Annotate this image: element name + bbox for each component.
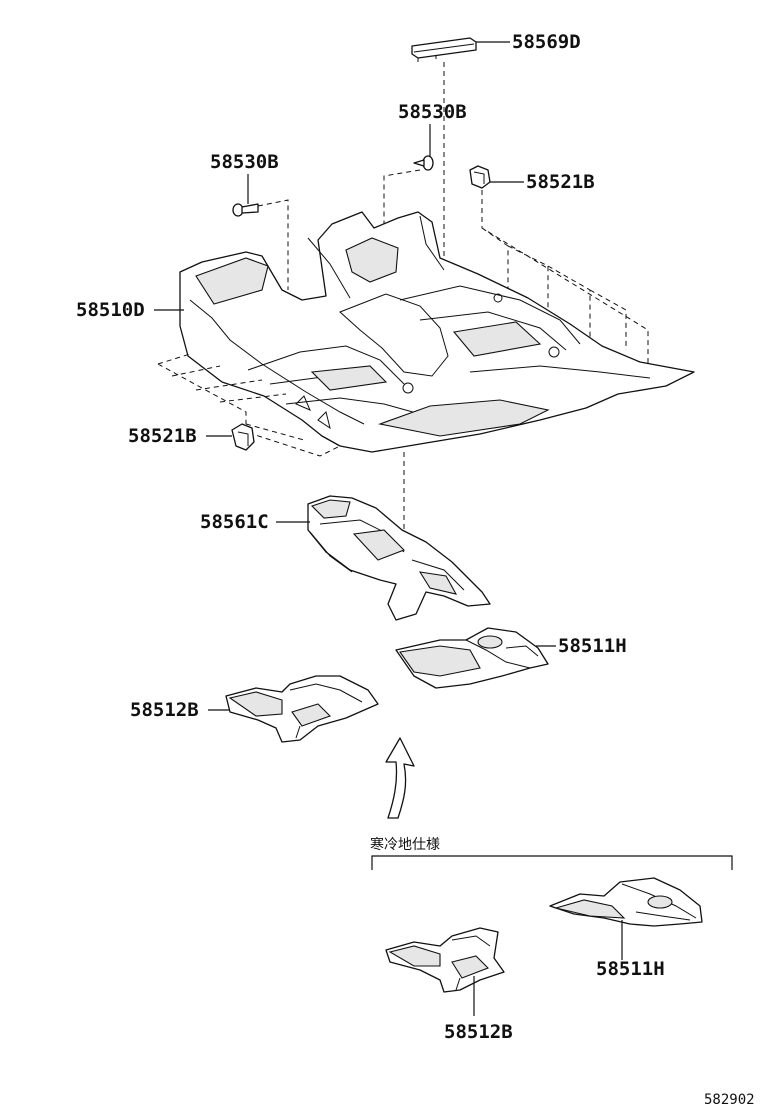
- label-58521B-left: 58521B: [128, 425, 197, 447]
- label-58510D: 58510D: [76, 299, 145, 321]
- part-58561C-cover: [307, 495, 491, 621]
- part-58569D-strip: [411, 37, 477, 62]
- clip-58530B-center: [413, 155, 434, 171]
- label-58530B-left: 58530B: [210, 151, 279, 173]
- part-58511H-upper-pad: [395, 627, 549, 689]
- dash-58530B-left: [257, 199, 289, 290]
- label-58511H-upper: 58511H: [558, 635, 627, 657]
- clip-58530B-left: [232, 203, 259, 217]
- up-arrow-icon: [385, 737, 415, 819]
- clip-58521B-left: [231, 423, 255, 451]
- part-58512B-lower-pad: [385, 927, 505, 993]
- label-58569D: 58569D: [512, 31, 581, 53]
- label-58561C: 58561C: [200, 511, 269, 533]
- label-58512B-upper: 58512B: [130, 699, 199, 721]
- part-58511H-lower-pad: [549, 877, 703, 927]
- label-58511H-lower: 58511H: [596, 958, 665, 980]
- label-58512B-lower: 58512B: [444, 1021, 513, 1043]
- label-58530B-center: 58530B: [398, 101, 467, 123]
- clip-58521B-right: [469, 165, 491, 189]
- part-58512B-upper-pad: [225, 675, 379, 743]
- label-58521B-right: 58521B: [526, 171, 595, 193]
- figure-reference-number: 582902: [704, 1092, 755, 1108]
- dash-58510D-left: [157, 353, 341, 457]
- dash-58521B-right-group: [481, 190, 649, 370]
- spec-bracket: [371, 855, 733, 870]
- cold-climate-spec-note: 寒冷地仕様: [370, 836, 440, 853]
- part-58510D-floor-carpet: [179, 211, 695, 453]
